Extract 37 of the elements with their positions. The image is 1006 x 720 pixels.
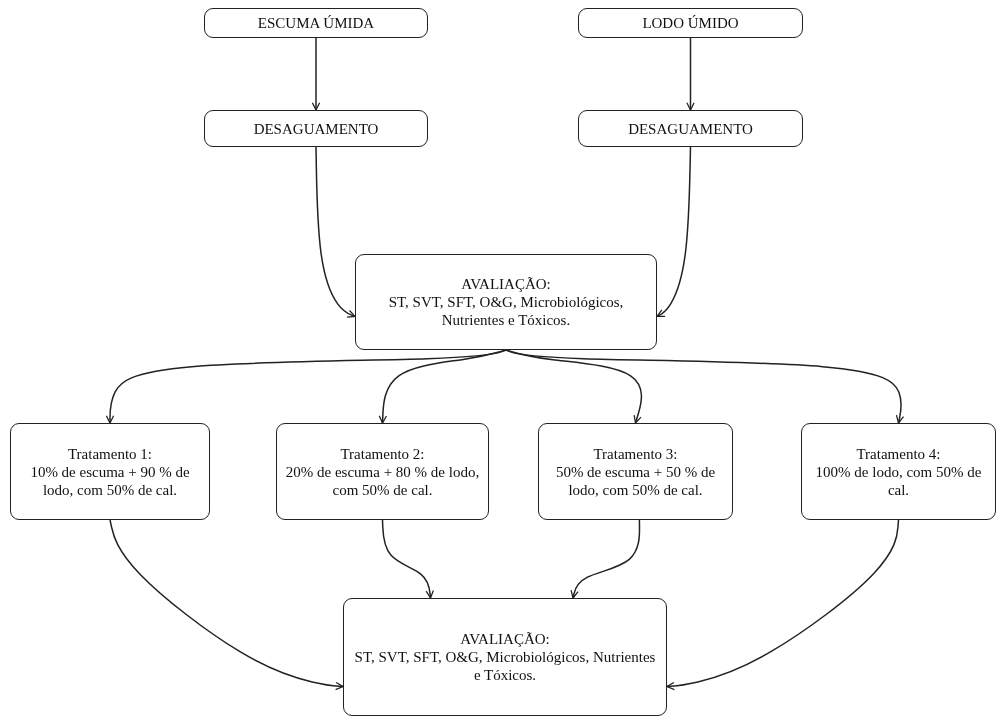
process-box	[204, 8, 428, 38]
process-box	[538, 423, 733, 520]
box-text: 50% de escuma + 50 % de lodo, com 50% de cal.	[554, 462, 717, 499]
arrow	[315, 146, 356, 318]
process-box	[801, 423, 996, 520]
arrow	[505, 349, 905, 424]
arrow	[666, 519, 900, 691]
arrow	[656, 146, 692, 318]
box-heading: Tratamento 4:	[856, 444, 941, 463]
arrow	[311, 37, 321, 111]
process-box	[204, 110, 428, 147]
box-heading: AVALIAÇÃO:	[460, 630, 550, 648]
box-heading: Tratamento 3:	[593, 444, 678, 463]
arrow	[686, 37, 695, 111]
arrow	[378, 349, 507, 424]
arrow	[570, 519, 641, 599]
box-text: DESAGUAMENTO	[628, 119, 753, 138]
box-heading: Tratamento 2:	[340, 444, 425, 463]
box-heading: Tratamento 1:	[68, 444, 152, 463]
box-text: LODO ÚMIDO	[642, 14, 739, 32]
process-box	[578, 8, 803, 38]
process-box	[10, 423, 210, 520]
arrow	[105, 349, 507, 424]
box-text: ESCUMA ÚMIDA	[257, 14, 375, 32]
process-box	[276, 423, 489, 520]
box-text: 100% de lodo, com 50% de cal.	[814, 462, 983, 499]
arrow	[109, 519, 344, 691]
box-text: ST, SVT, SFT, O&G, Microbiológicos, Nutrientes e Tóxicos.	[387, 293, 625, 329]
box-text: ST, SVT, SFT, O&G, Microbiológicos, Nutrientes e Tóxicos.	[353, 648, 657, 684]
process-box	[343, 598, 667, 716]
box-text: 10% de escuma + 90 % de lodo, com 50% de cal.	[29, 462, 191, 499]
process-box	[578, 110, 803, 147]
box-heading: AVALIAÇÃO:	[461, 275, 551, 293]
box-text: 20% de escuma + 80 % de lodo, com 50% de cal.	[284, 462, 481, 499]
arrow	[381, 519, 434, 599]
box-text: DESAGUAMENTO	[253, 119, 379, 138]
process-box	[355, 254, 657, 350]
